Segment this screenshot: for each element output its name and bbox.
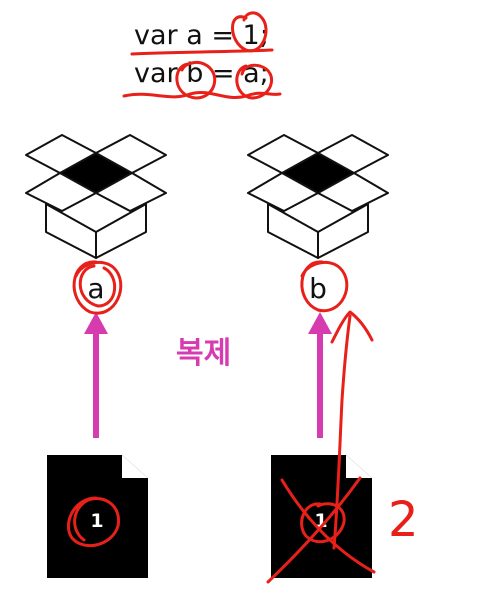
variable-label-b: b <box>309 272 327 305</box>
code-line-2: var b = a; <box>134 58 269 89</box>
copy-label: 복제 <box>176 336 232 371</box>
file-icon-a <box>47 455 148 578</box>
file-value-a: 1 <box>90 510 104 532</box>
annotation-cross-file-b <box>280 478 376 574</box>
annotation-circle-label-b <box>300 260 349 313</box>
annotation-number: 2 <box>388 492 419 548</box>
annotation-circle-file-a <box>66 496 121 548</box>
annotation-circle-a-semicolon <box>235 63 273 100</box>
annotation-circle-b <box>175 60 217 100</box>
file-icon-b <box>271 455 372 578</box>
annotation-circle-1 <box>231 11 268 53</box>
annotation-underline-1 <box>130 48 274 56</box>
box-icon-a <box>25 134 167 259</box>
variable-label-a: a <box>87 272 105 305</box>
annotation-circle-label-a <box>72 260 123 315</box>
annotation-underline-2 <box>122 91 282 99</box>
arrow-up-icon-a <box>84 312 108 438</box>
box-icon-b <box>247 134 389 259</box>
arrow-up-icon-b <box>308 312 332 438</box>
